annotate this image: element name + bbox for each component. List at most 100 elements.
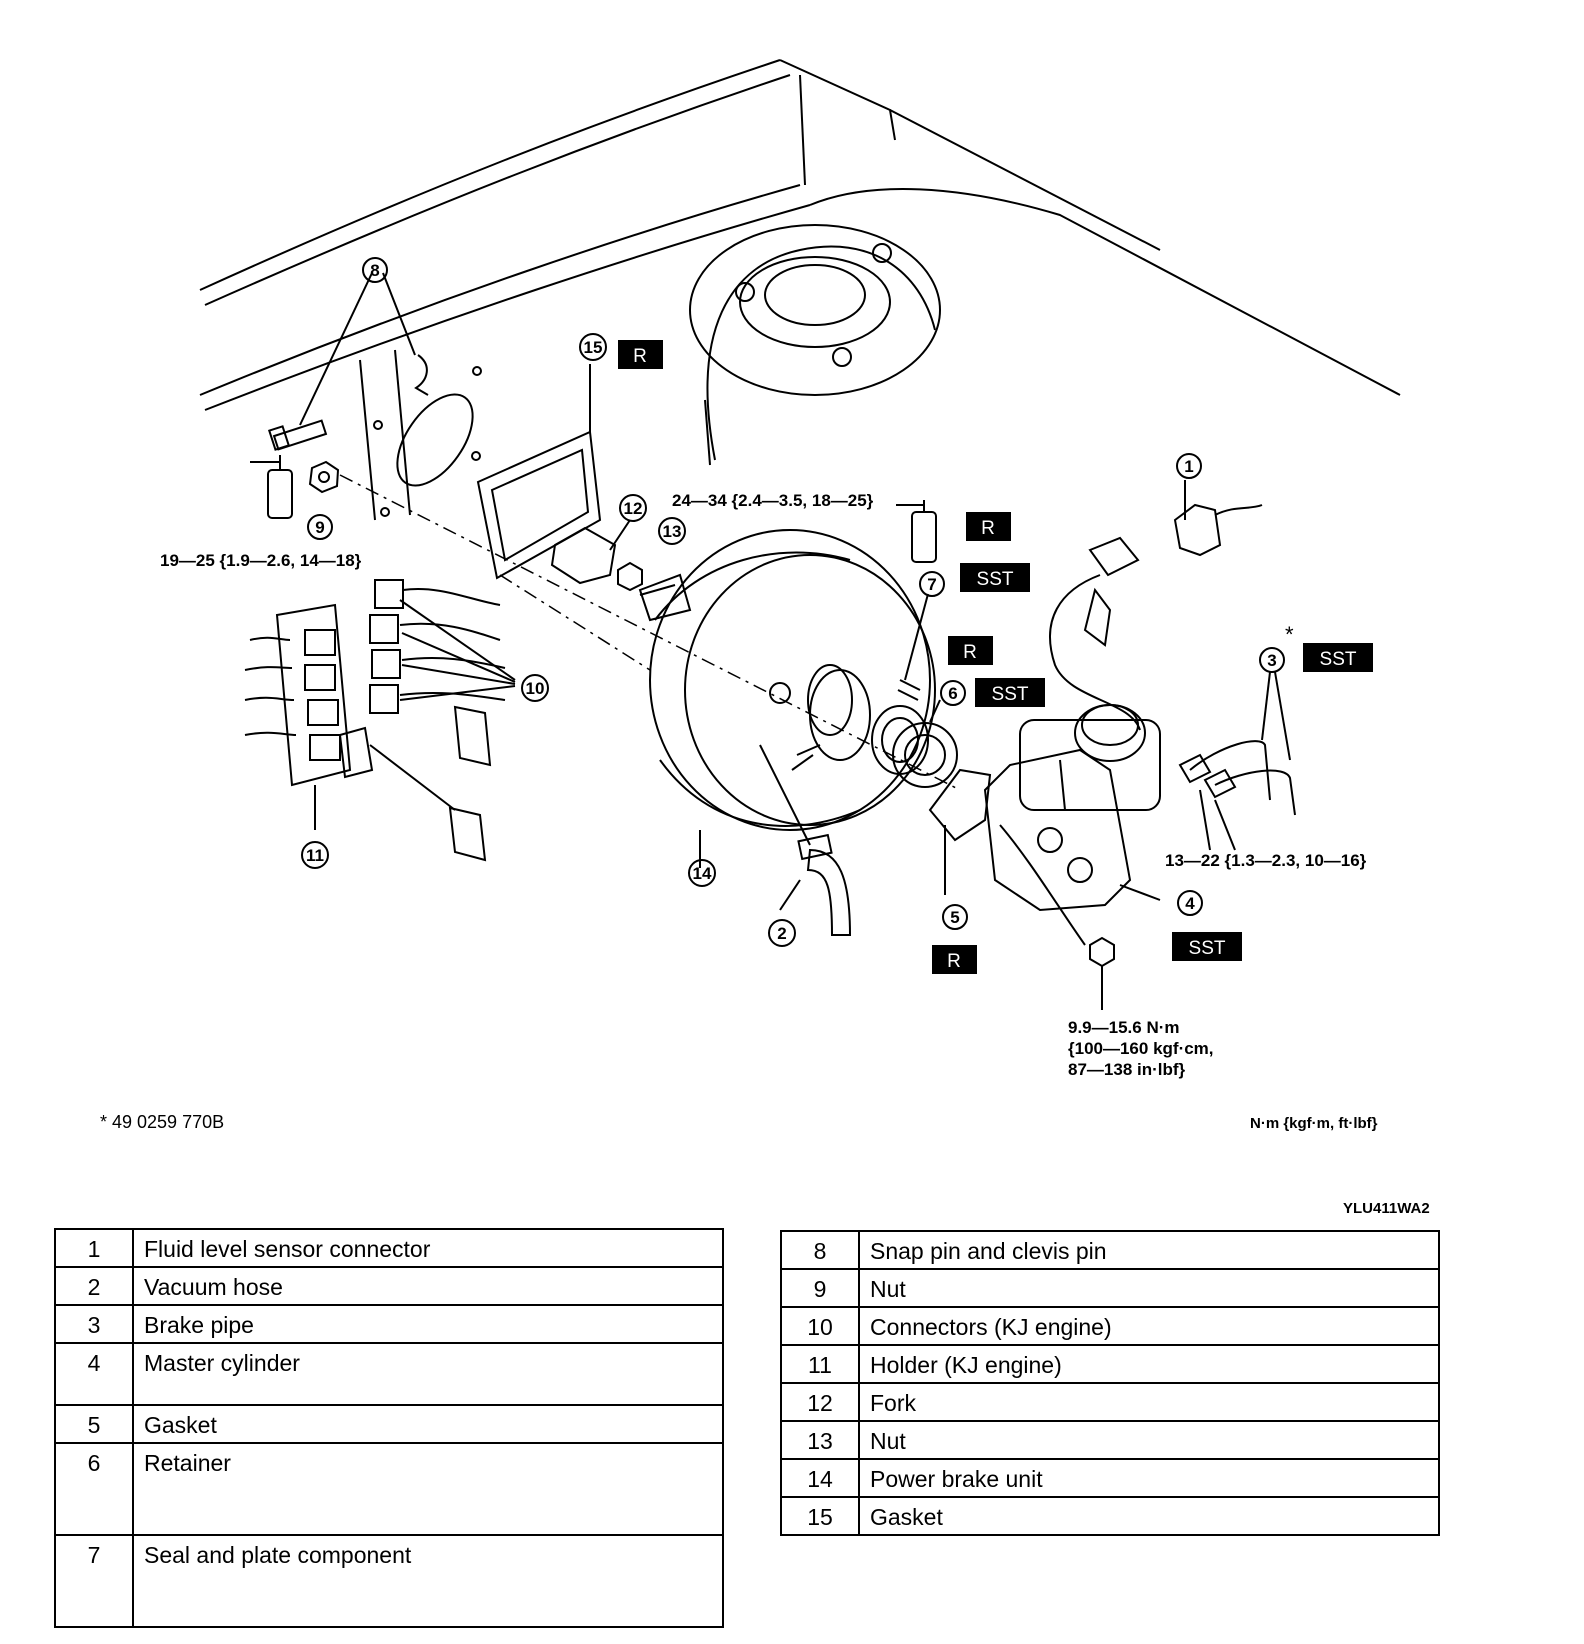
callout-10: 10: [521, 674, 549, 702]
torque-spec-master-cyl-line2: {100—160 kgf·cm,: [1068, 1039, 1214, 1058]
part-name: Gasket: [858, 1496, 1440, 1536]
torque-spec-master-cyl-line1: 9.9—15.6 N·m: [1068, 1018, 1180, 1037]
callout-15: 15: [579, 333, 607, 361]
svg-text:R: R: [981, 518, 995, 539]
part-number: 3: [54, 1304, 134, 1344]
part-number: 8: [780, 1230, 860, 1270]
svg-text:8: 8: [370, 261, 379, 280]
sst-footnote: * 49 0259 770B: [100, 1112, 225, 1132]
callout-9: 9: [307, 514, 333, 540]
callout-markers: 8 15 12 13 9 10 11 14 2 7 6 5 4 3 1 *: [301, 257, 1294, 947]
part-number: 10: [780, 1306, 860, 1346]
part-number: 2: [54, 1266, 134, 1306]
callout-12: 12: [619, 494, 647, 522]
nut-9: [308, 460, 340, 494]
connectors-10: [369, 579, 516, 862]
part-name: Fluid level sensor connector: [132, 1228, 724, 1268]
svg-text:11: 11: [306, 846, 324, 865]
torque-units-legend: N·m {kgf·m, ft·lbf}: [1250, 1115, 1378, 1132]
part-name: Holder (KJ engine): [858, 1344, 1440, 1384]
torque-specs: 19—25 {1.9—2.6, 14—18} 24—34 {2.4—3.5, 1…: [160, 491, 1367, 1079]
retainer-6: [892, 699, 958, 788]
gasket-15: [476, 364, 602, 580]
svg-text:3: 3: [1267, 651, 1276, 670]
power-brake-unit-14: [638, 529, 936, 868]
svg-text:4: 4: [1185, 894, 1195, 913]
svg-text:13: 13: [663, 522, 682, 541]
part-name: Nut: [858, 1420, 1440, 1460]
replace-and-sst-badges: R R SST R SST SST R SST: [618, 340, 1373, 974]
part-number: 4: [54, 1342, 134, 1406]
part-number: 5: [54, 1404, 134, 1444]
callout-11: 11: [301, 841, 329, 869]
svg-text:1: 1: [1184, 457, 1193, 476]
part-name: Connectors (KJ engine): [858, 1306, 1440, 1346]
part-name: Retainer: [132, 1442, 724, 1536]
callout-5: 5: [942, 904, 968, 930]
svg-text:10: 10: [526, 679, 545, 698]
torque-spec-nut-9: 19—25 {1.9—2.6, 14—18}: [160, 551, 362, 570]
part-name: Gasket: [132, 1404, 724, 1444]
callout-14: 14: [688, 859, 716, 887]
torque-spec-master-cyl-line3: 87—138 in·lbf}: [1068, 1060, 1186, 1079]
badge-r-7: R: [966, 512, 1011, 541]
sst-asterisk: *: [1285, 622, 1294, 647]
badge-sst-4: SST: [1172, 932, 1242, 961]
part-number: 1: [54, 1228, 134, 1268]
part-number: 6: [54, 1442, 134, 1536]
fork-12: [550, 519, 631, 585]
callout-2: 2: [768, 919, 796, 947]
brake-pipes-3: [1178, 671, 1296, 851]
threadlock-bottle-left: [250, 455, 293, 519]
svg-text:SST: SST: [1189, 938, 1226, 959]
fluid-level-sensor-connector-1: [1049, 480, 1263, 731]
part-number: 7: [54, 1534, 134, 1628]
svg-text:R: R: [947, 951, 961, 972]
callout-7: 7: [919, 571, 945, 597]
threadlock-bottle-right: [896, 500, 937, 563]
part-name: Fork: [858, 1382, 1440, 1422]
svg-text:SST: SST: [1320, 649, 1357, 670]
badge-sst-6: SST: [975, 678, 1045, 707]
callout-8: 8: [362, 257, 388, 283]
callout-3: 3: [1259, 647, 1285, 673]
callout-13: 13: [658, 517, 686, 545]
svg-text:SST: SST: [992, 684, 1029, 705]
svg-text:7: 7: [927, 575, 936, 594]
seal-plate-7: [904, 593, 929, 681]
nut-13: [617, 561, 643, 592]
svg-text:9: 9: [315, 518, 324, 537]
part-number: 11: [780, 1344, 860, 1384]
callout-4: 4: [1177, 890, 1203, 916]
svg-text:R: R: [633, 346, 647, 367]
part-name: Master cylinder: [132, 1342, 724, 1406]
svg-text:6: 6: [948, 684, 957, 703]
gasket-5: [928, 768, 992, 895]
torque-spec-power-brake: 24—34 {2.4—3.5, 18—25}: [672, 491, 874, 510]
connector-holder-11: [244, 603, 374, 830]
svg-text:2: 2: [777, 924, 786, 943]
exploded-view-diagram: 8 15 12 13 9 10 11 14 2 7 6 5 4 3 1 * R …: [160, 59, 1401, 1079]
part-name: Snap pin and clevis pin: [858, 1230, 1440, 1270]
clevis-pin-and-snap-pin: [267, 272, 429, 451]
badge-sst-7: SST: [960, 563, 1030, 592]
svg-text:SST: SST: [977, 569, 1014, 590]
callout-1: 1: [1176, 453, 1202, 479]
part-number: 15: [780, 1496, 860, 1536]
part-name: Seal and plate component: [132, 1534, 724, 1628]
part-name: Power brake unit: [858, 1458, 1440, 1498]
